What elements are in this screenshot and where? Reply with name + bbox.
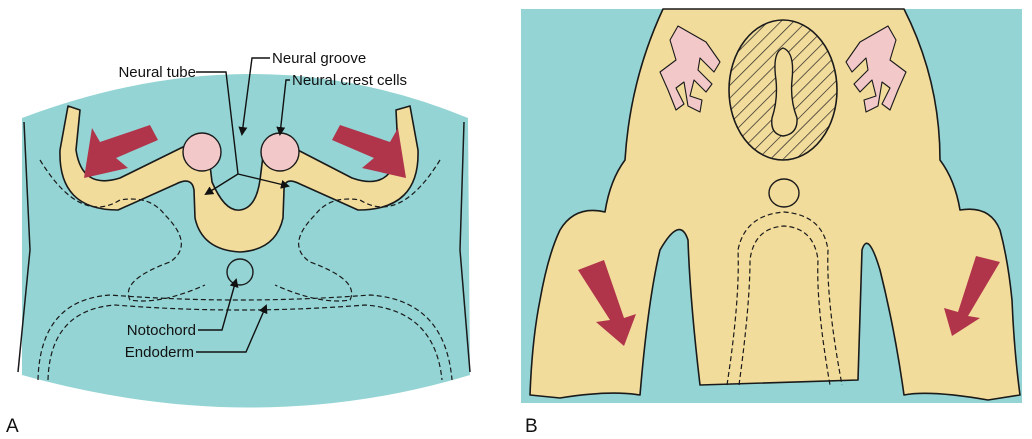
panel-a: Neural tube Neural groove Neural crest c… (6, 50, 470, 437)
label-neural-tube: Neural tube (118, 64, 196, 81)
panel-a-notochord (227, 259, 253, 285)
panel-a-crest-right (261, 133, 299, 171)
panel-a-crest-left (183, 133, 221, 171)
label-endoderm: Endoderm (125, 344, 194, 361)
panel-b-letter: B (525, 416, 538, 437)
panel-a-letter: A (6, 416, 19, 437)
panel-b: B (521, 9, 1022, 437)
label-neural-crest-cells: Neural crest cells (292, 72, 407, 89)
panel-b-notochord (769, 179, 799, 207)
label-neural-groove: Neural groove (272, 50, 366, 67)
label-notochord: Notochord (127, 322, 196, 339)
